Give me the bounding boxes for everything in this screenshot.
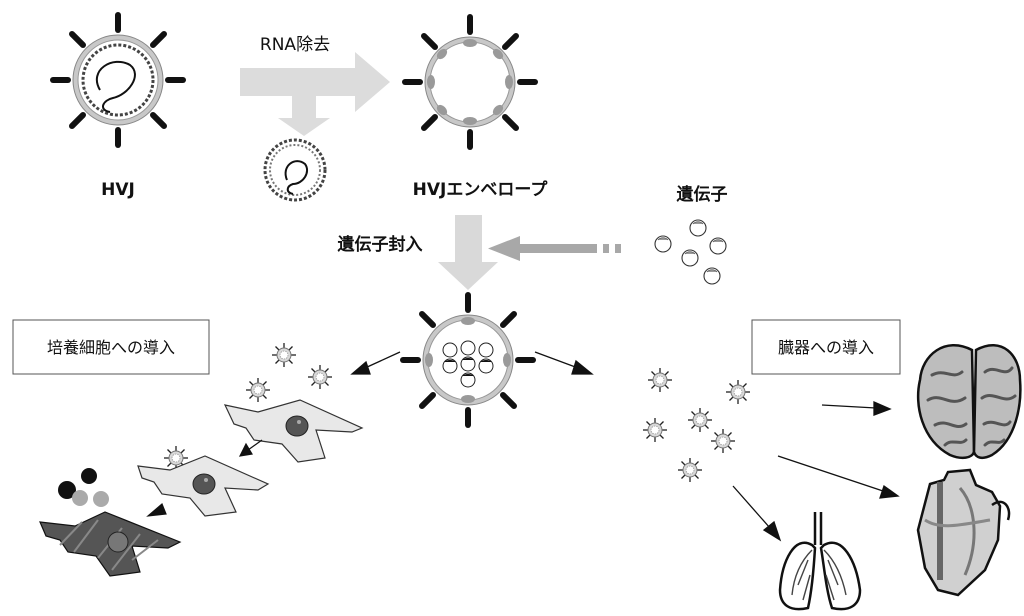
- hvj-envelope-label: HVJエンベロープ: [413, 179, 549, 200]
- hvj-virus-illustration: [50, 12, 186, 148]
- hvj-label: HVJ: [101, 180, 135, 200]
- cultured-cells-label: 培養細胞への導入: [47, 338, 175, 357]
- distribution-arrows: [350, 351, 594, 375]
- gene-loaded-envelope: [400, 292, 536, 428]
- gene-label: 遺伝子: [677, 184, 728, 205]
- encapsulation-arrow: [438, 215, 498, 290]
- gene-capsules: [654, 219, 727, 285]
- cultured-cells-box: 培養細胞への導入: [12, 319, 210, 375]
- organs-label: 臓器への導入: [778, 338, 874, 357]
- gene-encapsulation-label: 遺伝子封入: [338, 234, 423, 255]
- rna-removal-arrow: [240, 52, 390, 136]
- rna-removal-label: RNA除去: [260, 35, 330, 55]
- removed-rna-illustration: [263, 138, 327, 202]
- organ-arrows: [732, 401, 900, 542]
- lungs-illustration: [778, 512, 862, 611]
- cell-arrows: [146, 439, 263, 517]
- gene-insertion-arrow: [488, 236, 621, 261]
- heart-illustration: [916, 468, 1011, 597]
- target-cell-1: [223, 399, 364, 463]
- brain-illustration: [916, 344, 1022, 460]
- expressing-cell: [39, 511, 182, 577]
- hvj-envelope-illustration: [402, 14, 538, 150]
- target-cell-2: [137, 455, 270, 517]
- organ-virus-particles: [642, 367, 751, 483]
- organs-box: 臓器への導入: [751, 319, 901, 375]
- expressed-protein-dots: [58, 468, 109, 507]
